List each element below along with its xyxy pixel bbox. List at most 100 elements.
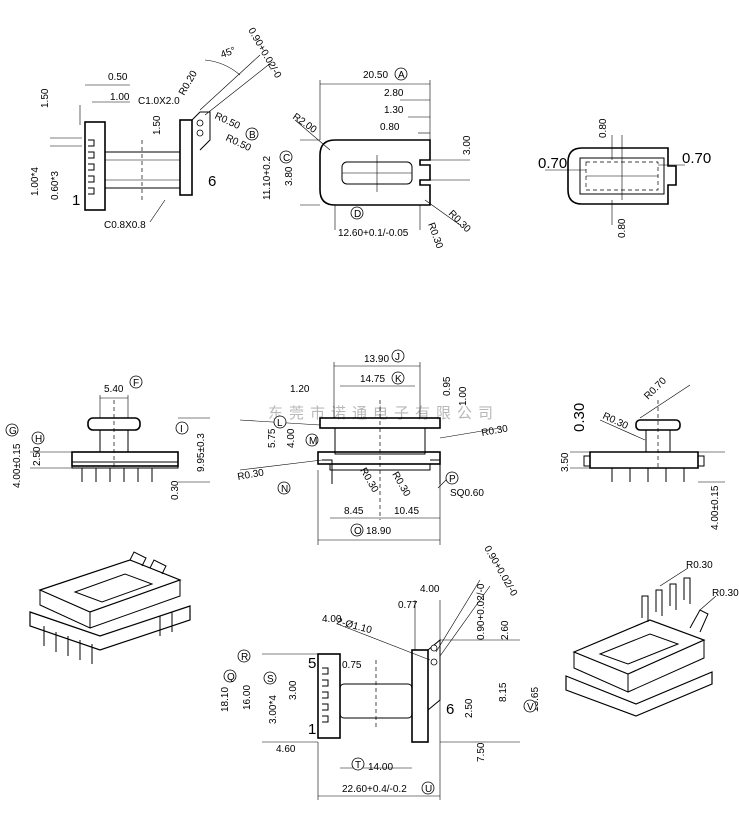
callout-h-circle [31,431,45,445]
dim-2-50: 2.50 [464,698,475,718]
dim-8-45: 8.45 [344,506,364,517]
dim-0-80: 0.80 [380,122,400,133]
callout-r-circle [237,649,251,663]
callout-j: J [395,352,400,363]
dim-7-50: 7.50 [476,742,487,762]
dim-2-holes: 2-Ø1.10 [335,616,373,636]
dim-13-90: 13.90 [364,354,389,365]
callout-u-circle [421,781,435,795]
callout-m: M [309,436,317,447]
pin-number-6-bottom: 6 [446,701,454,718]
dim-4-00-pin-right: 4.00±0.15 [710,485,721,530]
dim-0-80-top: 0.80 [598,118,609,138]
dim-pin-dia: 0.90+0.02/-0 [245,26,283,81]
dim-3-00: 3.00 [462,135,473,155]
callout-n-circle [277,481,291,495]
dim-r0-70: R0.70 [642,375,669,402]
callout-h: H [35,434,42,445]
dim-0-30: 0.30 [170,480,181,500]
dim-0-77: 0.77 [398,600,418,611]
callout-d-circle [350,206,364,220]
dim-r0-30-iso-b: R0.30 [712,588,739,599]
dim-r0-30-b: R0.30 [425,221,445,250]
dim-9-95: 9.95±0.3 [196,433,207,472]
dim-4-00-top: 4.00 [420,584,440,595]
dim-3-50: 3.50 [560,452,571,472]
dim-1-50-inner: 1.50 [152,115,163,135]
callout-o: O [354,526,362,537]
dim-15-65: 15.65 [530,687,541,712]
pin-number-6: 6 [208,173,216,190]
dim-22-60: 22.60+0.4/-0.2 [342,784,407,795]
dim-4-00-left: 4.00 [322,614,342,625]
dim-1-30: 1.30 [384,105,404,116]
dim-r2-00: R2.00 [290,111,319,136]
dim-4-60: 4.60 [276,744,296,755]
dim-0-75: 0.75 [342,660,362,671]
dim-4-00-mid: 4.00 [286,428,297,448]
dim-5-40: 5.40 [104,384,124,395]
dim-pin-0-6x3: 0.60*3 [50,171,61,200]
dim-pin-dia-b: 0.90+0.02/-0 [476,583,487,640]
callout-a-circle [394,67,408,81]
callout-m-circle [305,433,319,447]
dim-1-00: 1.00 [458,386,469,406]
dim-3-80: 3.80 [284,166,295,186]
callout-q-circle [223,669,237,683]
dim-16-00: 16.00 [242,685,253,710]
dim-r0-30-right: R0.30 [481,423,510,439]
callout-b: B [249,130,256,141]
callout-g: G [9,426,17,437]
callout-l-circle [273,415,287,429]
dim-chamfer-1x2: C1.0X2.0 [138,96,180,107]
dim-angle-45: 45° [219,45,237,61]
callout-p-circle [445,471,459,485]
callout-f-circle [129,375,143,389]
dim-0-70-left: 0.70 [538,155,567,172]
view-bottom: 4.00 0.77 0.90+0.02/-0 0.90+0.02/-0 4.00… [220,544,541,800]
dim-14-75: 14.75 [360,374,385,385]
company-watermark: 东莞市诺通电子有限公司 [268,405,499,422]
view-iso-left [29,551,191,664]
pin-number-5: 5 [308,655,316,672]
dim-r0-50-a: R0.50 [213,111,242,132]
dim-18-90: 18.90 [366,526,391,537]
callout-j-circle [391,349,405,363]
dim-r0-30-a: R0.30 [446,208,473,235]
dim-r0-30-iso-a: R0.30 [686,560,713,571]
dim-0-95: 0.95 [442,376,453,396]
dim-12-60: 12.60+0.1/-0.05 [338,228,409,239]
callout-s-circle [263,671,277,685]
callout-s: S [267,674,274,685]
callout-t-circle [351,757,365,771]
dim-3-00: 3.00 [288,680,299,700]
callout-k: K [395,374,402,385]
dim-1-00: 1.00 [110,92,130,103]
dim-r0-30-mid-b: R0.30 [389,470,412,499]
pin-number-1: 1 [72,192,80,209]
dim-chamfer-0-8: C0.8X0.8 [104,220,146,231]
dim-0-70-right: 0.70 [682,150,711,167]
dim-11-10: 11.10+0.2 [262,156,273,200]
dim-r0-20: R0.20 [177,69,200,98]
dim-1-50-left: 1.50 [40,88,51,108]
dim-1-20: 1.20 [290,384,310,395]
callout-k-circle [391,371,405,385]
dim-0-30-right: 0.30 [571,403,588,432]
pin-number-1-bottom: 1 [308,721,316,738]
view-top-right: 0.80 0.70 0.70 0.80 [538,118,711,238]
dim-2-80: 2.80 [384,88,404,99]
view-front-right: R0.70 0.30 R0.30 3.50 4.00±0.15 [560,375,725,530]
dim-5-75: 5.75 [267,428,278,448]
callout-v: V [527,702,534,713]
dim-10-45: 10.45 [394,506,419,517]
callout-b-circle [245,127,259,141]
callout-u: U [425,784,432,795]
callout-q: Q [227,672,235,683]
dim-pitch-3x4: 3.00*4 [268,695,279,724]
callout-n: N [281,484,288,495]
callout-a: A [398,70,405,81]
callout-v-circle [523,699,537,713]
view-front-mid: 13.90 J 14.75 K 1.20 0.95 1.00 L 5.75 4.… [237,349,510,545]
